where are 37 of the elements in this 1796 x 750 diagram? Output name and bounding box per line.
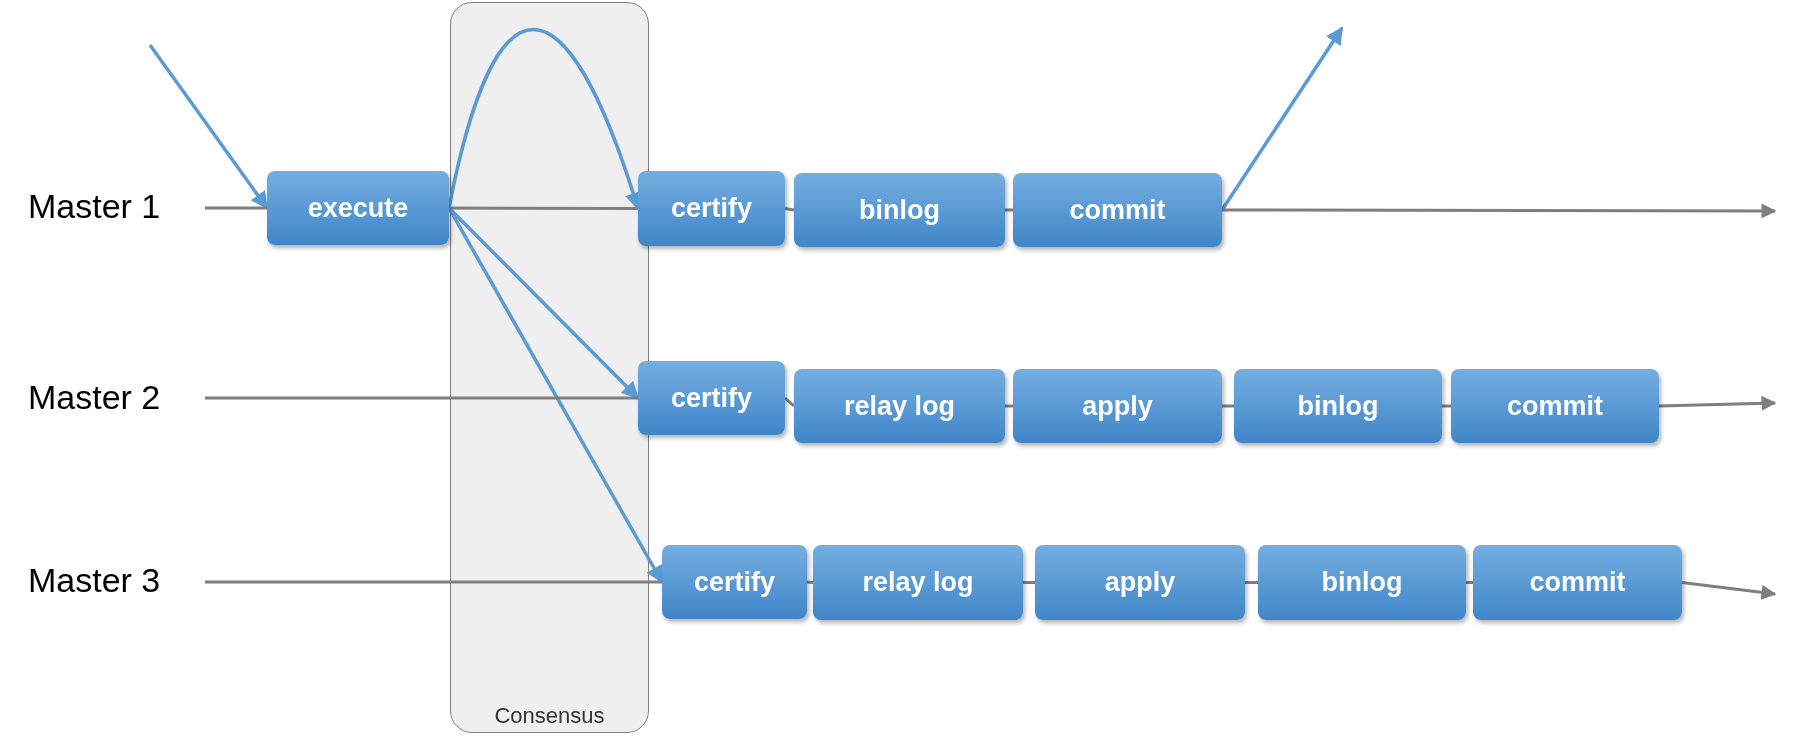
- timeline-line: [449, 206, 638, 210]
- arrow: [148, 43, 269, 210]
- timeline-line: [1005, 404, 1013, 408]
- band-label: Consensus: [493, 702, 606, 730]
- row-label: Master 2: [28, 375, 205, 419]
- arrow: [1658, 395, 1777, 411]
- arrow: [1681, 581, 1777, 600]
- process-box: commit: [1473, 545, 1682, 620]
- arrow: [1222, 203, 1777, 219]
- process-box: apply: [1035, 545, 1245, 620]
- timeline-line: [1245, 581, 1258, 584]
- process-box: certify: [638, 171, 785, 246]
- process-box: commit: [1013, 173, 1222, 247]
- process-box: certify: [638, 361, 785, 435]
- timeline-line: [806, 580, 814, 584]
- process-box: binlog: [1258, 545, 1466, 620]
- timeline-line: [1442, 404, 1451, 408]
- timeline-line: [1466, 581, 1473, 584]
- timeline-line: [1005, 208, 1013, 212]
- timeline-line: [1222, 404, 1234, 408]
- row-label: Master 3: [28, 558, 205, 602]
- timeline-line: [205, 396, 638, 400]
- process-box: relay log: [794, 369, 1005, 443]
- process-box: apply: [1013, 369, 1222, 443]
- process-box: commit: [1451, 369, 1659, 443]
- arrow: [1220, 26, 1344, 211]
- process-box: binlog: [794, 173, 1005, 247]
- timeline-line: [784, 207, 795, 212]
- timeline-line: [784, 396, 795, 408]
- timeline-line: [205, 580, 662, 584]
- timeline-line: [205, 206, 267, 210]
- process-box: binlog: [1234, 369, 1442, 443]
- process-box: relay log: [813, 545, 1023, 620]
- timeline-line: [1023, 581, 1035, 584]
- process-box: certify: [662, 545, 807, 619]
- process-box: execute: [267, 171, 449, 245]
- row-label: Master 1: [28, 184, 205, 228]
